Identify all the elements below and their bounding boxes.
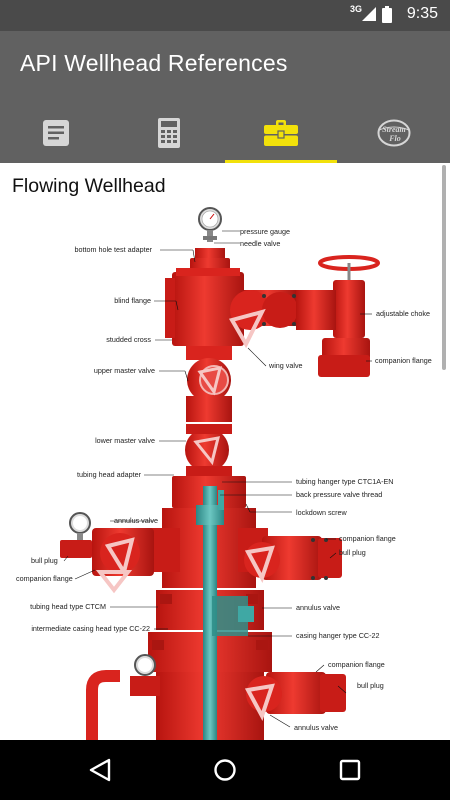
tab-bar: Stream Flo xyxy=(0,103,450,163)
label-bull-plug-left: bull plug xyxy=(31,556,58,565)
label-companion-flange-choke: companion flange xyxy=(375,356,432,365)
battery-icon xyxy=(382,6,392,23)
signal-icon xyxy=(362,7,376,21)
recents-button[interactable] xyxy=(325,752,375,788)
tab-toolbox[interactable] xyxy=(225,103,337,163)
wellhead-diagram: pressure gauge needle valve bottom hole … xyxy=(16,207,432,740)
content-scroll-area[interactable]: Flowing Wellhead xyxy=(0,163,450,740)
page-title: Flowing Wellhead xyxy=(12,175,166,197)
label-bull-plug-lower: bull plug xyxy=(357,681,384,690)
selected-tab-indicator xyxy=(225,160,337,163)
system-nav-bar xyxy=(0,740,450,800)
label-annulus-valve-middle: annulus valve xyxy=(296,603,340,612)
tab-stream-flo[interactable]: Stream Flo xyxy=(338,103,450,163)
label-needle-valve: needle valve xyxy=(240,239,280,248)
label-annulus-valve-upper-left: annulus valve xyxy=(114,516,158,525)
home-icon xyxy=(214,759,236,781)
label-bottom-hole-test-adapter: bottom hole test adapter xyxy=(74,245,152,254)
tab-calculator[interactable] xyxy=(113,103,225,163)
status-bar: 3G 9:35 xyxy=(0,0,450,31)
recents-icon xyxy=(339,759,361,781)
tab-documents[interactable] xyxy=(0,103,112,163)
label-adjustable-choke: adjustable choke xyxy=(376,309,430,318)
label-tubing-head-type: tubing head type CTCM xyxy=(30,602,106,611)
pressure-gauge-graphic xyxy=(198,207,222,242)
label-back-pressure-valve-thread: back pressure valve thread xyxy=(296,490,382,499)
logo-text-1: Stream xyxy=(382,125,406,134)
app-bar: API Wellhead References xyxy=(0,31,450,103)
clock: 9:35 xyxy=(406,5,438,22)
scrollbar-thumb[interactable] xyxy=(442,165,446,370)
label-bull-plug-right: bull plug xyxy=(339,548,366,557)
label-companion-flange-left: companion flange xyxy=(16,574,73,583)
label-companion-flange-right: companion flange xyxy=(339,534,396,543)
home-button[interactable] xyxy=(200,752,250,788)
logo-text-2: Flo xyxy=(388,134,401,143)
label-tubing-hanger: tubing hanger type CTC1A-EN xyxy=(296,477,393,486)
back-button[interactable] xyxy=(75,752,125,788)
toolbox-icon xyxy=(264,120,298,146)
label-annulus-valve-lower: annulus valve xyxy=(294,723,338,732)
label-lower-master-valve: lower master valve xyxy=(95,436,155,445)
label-casing-hanger: casing hanger type CC-22 xyxy=(296,631,380,640)
label-pressure-gauge: pressure gauge xyxy=(240,227,290,236)
calculator-icon xyxy=(158,118,180,148)
label-wing-valve: wing valve xyxy=(268,361,303,370)
label-companion-flange-lower: companion flange xyxy=(328,660,385,669)
label-upper-master-valve: upper master valve xyxy=(94,366,155,375)
app-title: API Wellhead References xyxy=(20,50,288,76)
label-studded-cross: studded cross xyxy=(106,335,151,344)
label-intermediate-casing-head: intermediate casing head type CC-22 xyxy=(31,624,150,633)
network-type: 3G xyxy=(349,4,362,14)
label-blind-flange: blind flange xyxy=(114,296,151,305)
label-lockdown-screw: lockdown screw xyxy=(296,508,348,517)
label-tubing-head-adapter: tubing head adapter xyxy=(77,470,142,479)
stream-flo-logo: Stream Flo xyxy=(377,119,411,147)
back-icon xyxy=(89,758,111,782)
document-icon xyxy=(43,120,69,146)
